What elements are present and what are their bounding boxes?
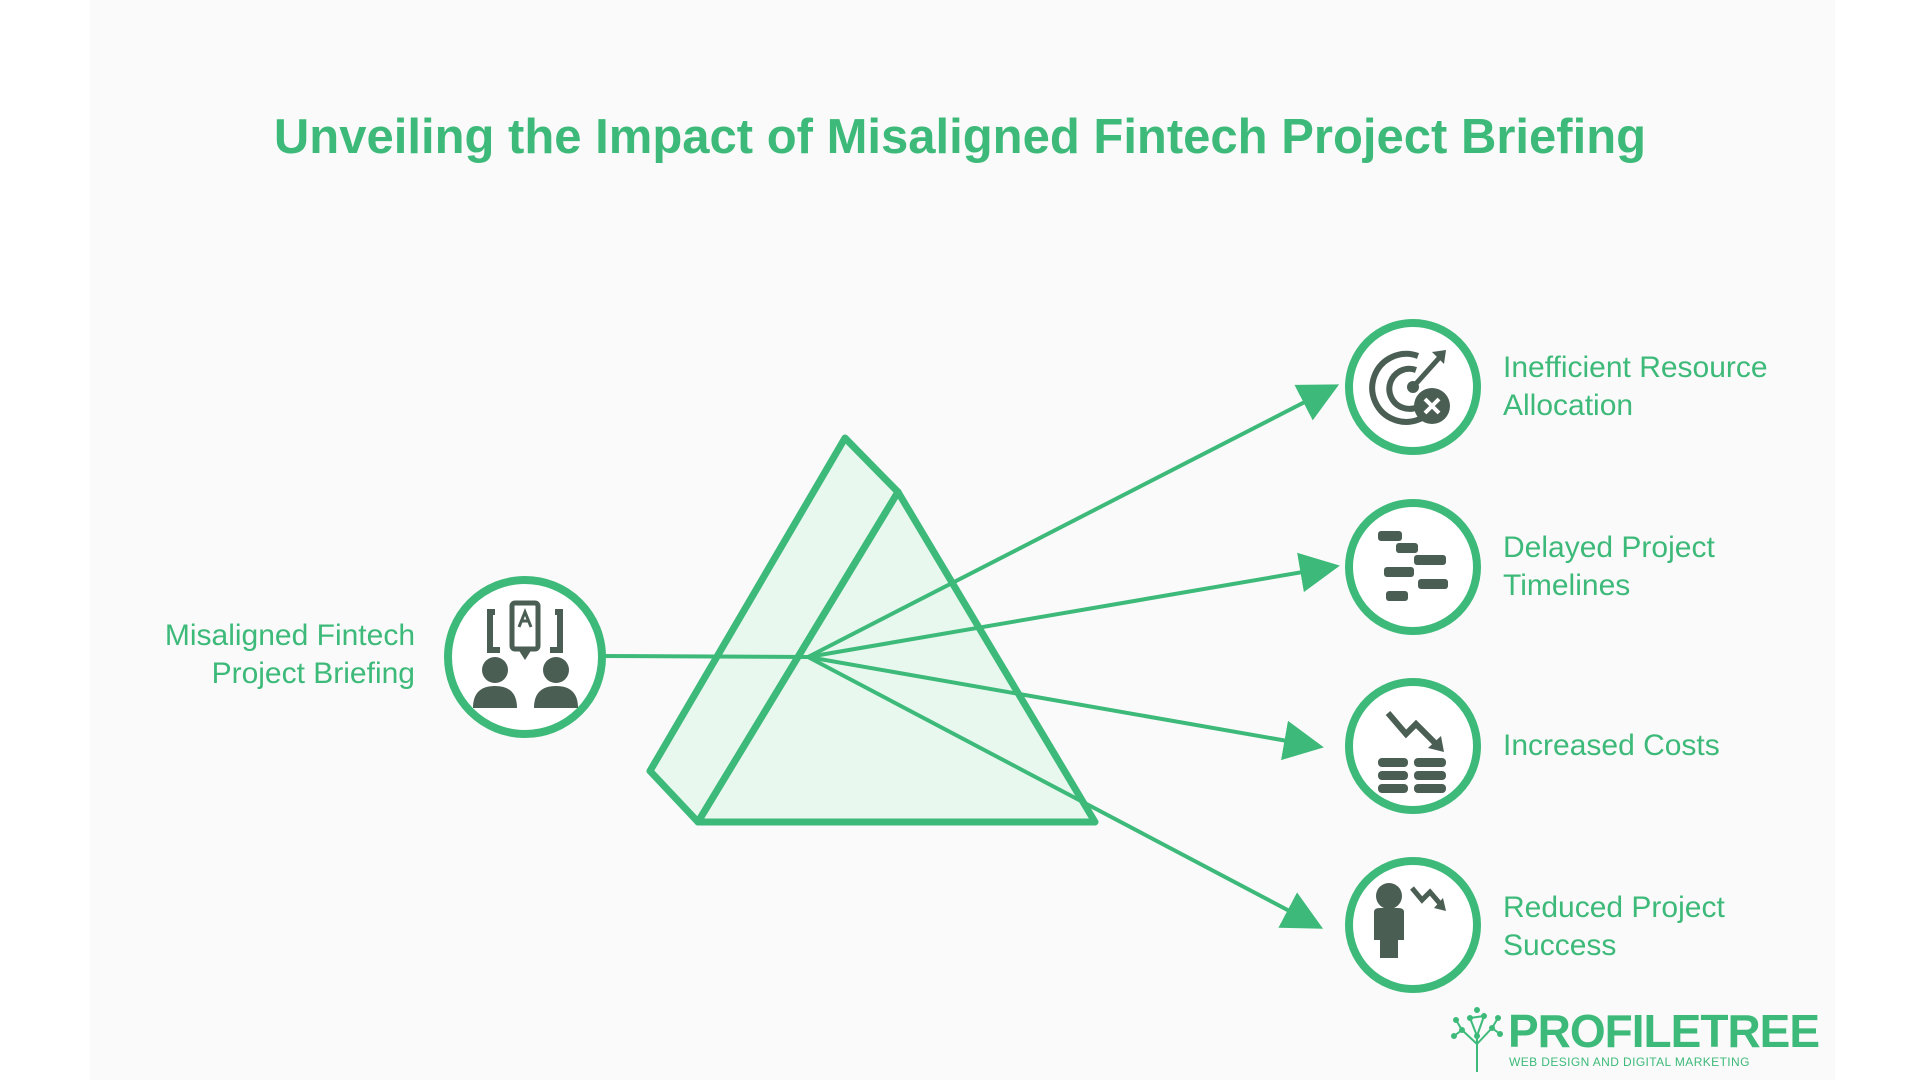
prism <box>646 434 1099 826</box>
arrow-to-delayed-timelines <box>807 552 1340 659</box>
outcome-node-1 <box>1345 319 1481 455</box>
team-briefing-icon <box>473 600 578 708</box>
outcome-label-1-line-1: Inefficient Resource <box>1503 351 1768 384</box>
source-node <box>444 576 606 738</box>
gantt-timeline-icon <box>1378 531 1448 601</box>
outcome-label-4-line-2: Success <box>1503 929 1617 962</box>
outcome-label-3: Increased Costs <box>1503 727 1833 765</box>
outcome-node-3 <box>1345 678 1481 814</box>
outcome-label-3-line-1: Increased Costs <box>1503 729 1720 762</box>
outcome-label-1: Inefficient Resource Allocation <box>1503 349 1833 425</box>
arrow-to-reduced-success <box>807 655 1324 929</box>
outcome-node-2 <box>1345 499 1481 635</box>
source-label-line-2: Project Briefing <box>211 657 415 690</box>
arrow-to-increased-costs <box>807 655 1324 761</box>
profiletree-logo: PROFILETREE WEB DESIGN AND DIGITAL MARKE… <box>1448 1006 1820 1076</box>
outcome-label-4: Reduced Project Success <box>1503 889 1833 965</box>
page-title: Unveiling the Impact of Misaligned Finte… <box>273 110 1647 164</box>
outcome-label-2: Delayed Project Timelines <box>1503 529 1833 605</box>
person-decline-icon <box>1374 883 1446 958</box>
incoming-beam <box>599 654 809 659</box>
logo-tagline: WEB DESIGN AND DIGITAL MARKETING <box>1509 1055 1750 1069</box>
outcome-node-4 <box>1345 857 1481 993</box>
missed-target-icon <box>1369 350 1450 425</box>
outcome-label-2-line-2: Timelines <box>1503 569 1631 602</box>
tree-logo-icon <box>1451 1007 1503 1072</box>
declining-coins-icon <box>1378 711 1446 793</box>
source-label: Misaligned Fintech Project Briefing <box>115 617 415 693</box>
outcome-label-4-line-1: Reduced Project <box>1503 891 1725 924</box>
infographic-background <box>90 0 1835 1080</box>
logo-wordmark: PROFILETREE <box>1508 1005 1820 1057</box>
outcome-label-1-line-2: Allocation <box>1503 389 1634 422</box>
source-label-line-1: Misaligned Fintech <box>164 619 415 652</box>
arrow-to-resource-allocation <box>807 384 1340 659</box>
outcome-label-2-line-1: Delayed Project <box>1503 531 1715 564</box>
